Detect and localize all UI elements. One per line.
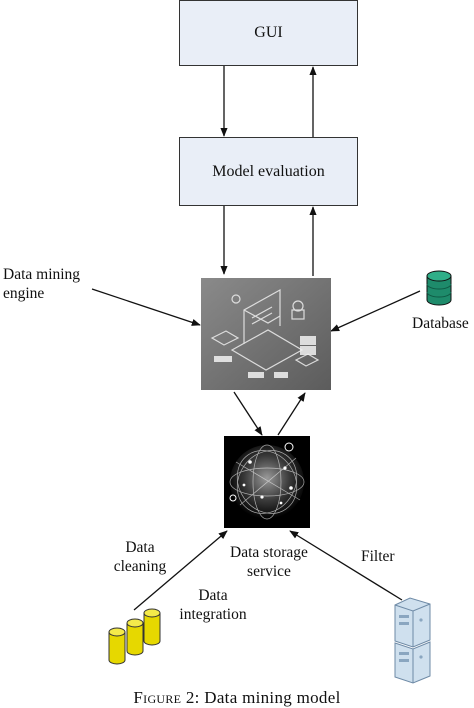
data-cleaning-label: Data cleaning: [113, 539, 167, 575]
figure-caption-title: Data mining model: [204, 688, 341, 707]
model-evaluation-box: Model evaluation: [179, 137, 358, 206]
arrow-storage-to-engine: [277, 392, 306, 436]
data-storage-service-label: Data storage service: [230, 544, 308, 580]
database-icon: [426, 270, 452, 306]
figure-caption-label: Figure 2:: [133, 688, 200, 707]
figure-caption: Figure 2: Data mining model: [0, 688, 474, 708]
data-mining-engine-label: Data mining engine: [3, 266, 81, 302]
arrow-label-to-engine: [91, 288, 201, 326]
arrow-filter-to-storage: [289, 530, 403, 601]
data-mining-engine-image: [201, 278, 331, 390]
gui-box: GUI: [179, 0, 358, 66]
filter-label: Filter: [361, 548, 395, 565]
filter-server-icon: [394, 597, 431, 684]
arrow-cleaning-to-storage: [133, 530, 228, 611]
arrow-engine-to-storage: [233, 391, 263, 436]
data-sources-cylinders-icon: [108, 608, 161, 665]
arrow-database-to-engine: [330, 290, 421, 332]
data-integration-label: Data integration: [179, 587, 247, 623]
gui-label: GUI: [254, 24, 283, 41]
database-label: Database: [412, 315, 469, 332]
model-evaluation-label: Model evaluation: [212, 162, 325, 180]
data-storage-service-image: [224, 436, 310, 528]
